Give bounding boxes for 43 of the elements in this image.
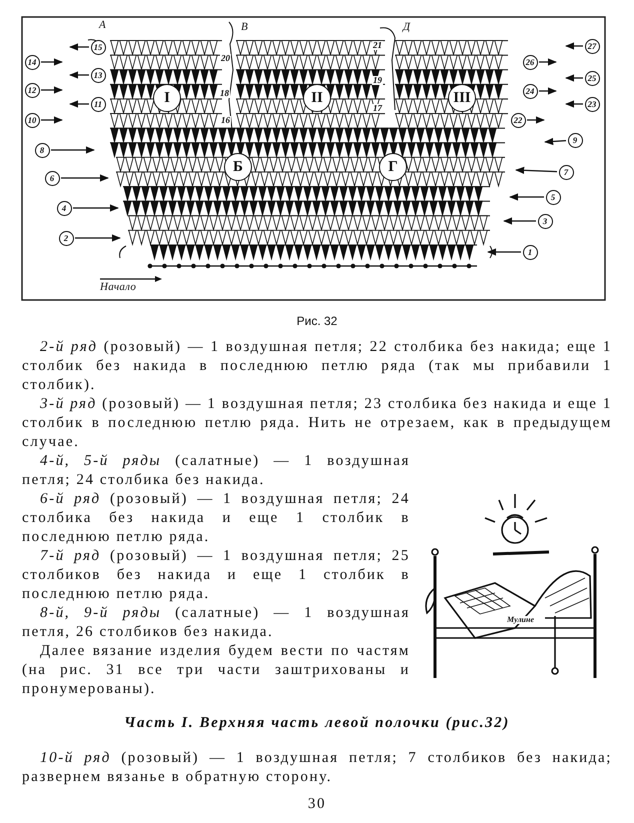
seam-letter: А [98, 20, 107, 31]
arrow [544, 138, 566, 146]
section-heading: Часть I. Верхняя часть левой полочки (рис.32) [124, 714, 510, 733]
row-number: 17 [372, 104, 383, 113]
arrow [41, 86, 63, 94]
arrow [503, 217, 536, 225]
paragraph: 7-й ряд (розовый) — 1 воздушная петля; 25 столбиков без накида и еще 1 столбик в последнюю петлю ряда. [22, 547, 410, 604]
arrow [527, 116, 545, 124]
arrow [565, 42, 583, 50]
seam-letter: В [240, 22, 249, 33]
arrow [69, 71, 89, 79]
arrow [69, 43, 89, 51]
seam-letter: Д [402, 22, 411, 33]
figure-caption: Рис. 32 [296, 313, 338, 330]
paragraph: 6-й ряд (розовый) — 1 воздушная петля; 24 столбика без накида и еще 1 столбик в последнюю петлю ряда. [22, 490, 410, 547]
paragraph: 4-й, 5-й ряды (салатные) — 1 воздушная петля; 24 столбика без накида. [22, 452, 410, 490]
arrow [565, 74, 583, 82]
row-number: 18 [219, 89, 230, 98]
arrow [539, 58, 557, 66]
row-number: 16 [220, 116, 231, 125]
illustration-label: Мулине [507, 616, 534, 624]
paragraph: 3-й ряд (розовый) — 1 воздушная петля; 23 столбика без накида и еще 1 столбик в последнюю петлю ряда. Нить не отрезаем, как в предыдущем случае. [22, 395, 612, 452]
arrow [51, 146, 95, 154]
row-number: 19 [372, 76, 383, 85]
arrow [515, 166, 558, 174]
page-number: 30 [308, 795, 326, 814]
arrow [75, 234, 121, 242]
arrow [539, 87, 557, 95]
row-number: 21 [372, 41, 383, 50]
arrow [61, 174, 109, 182]
row-number: 20 [220, 54, 231, 63]
paragraph: 10-й ряд (розовый) — 1 воздушная петля; 7 столбиков без накида; развернем вязанье в обратную сторону. [22, 749, 612, 787]
arrow [509, 193, 544, 201]
arrow [565, 100, 583, 108]
arrow [73, 204, 119, 212]
paragraph: Далее вязание изделия будем вести по частям (на рис. 31 все три части заштрихованы и пронумерованы). [22, 642, 410, 699]
arrow [487, 248, 521, 256]
arrow [69, 100, 89, 108]
start-label: Начало [100, 282, 136, 293]
paragraph: 8-й, 9-й ряды (салатные) — 1 воздушная петля, 26 столбиков без накида. [22, 604, 410, 642]
arrow [41, 116, 63, 124]
arrow [41, 58, 63, 66]
paragraph: 2-й ряд (розовый) — 1 воздушная петля; 22 столбика без накида; еще 1 столбик без накида в последнюю петлю ряда (так мы прибавили 1 столбик). [22, 338, 612, 395]
